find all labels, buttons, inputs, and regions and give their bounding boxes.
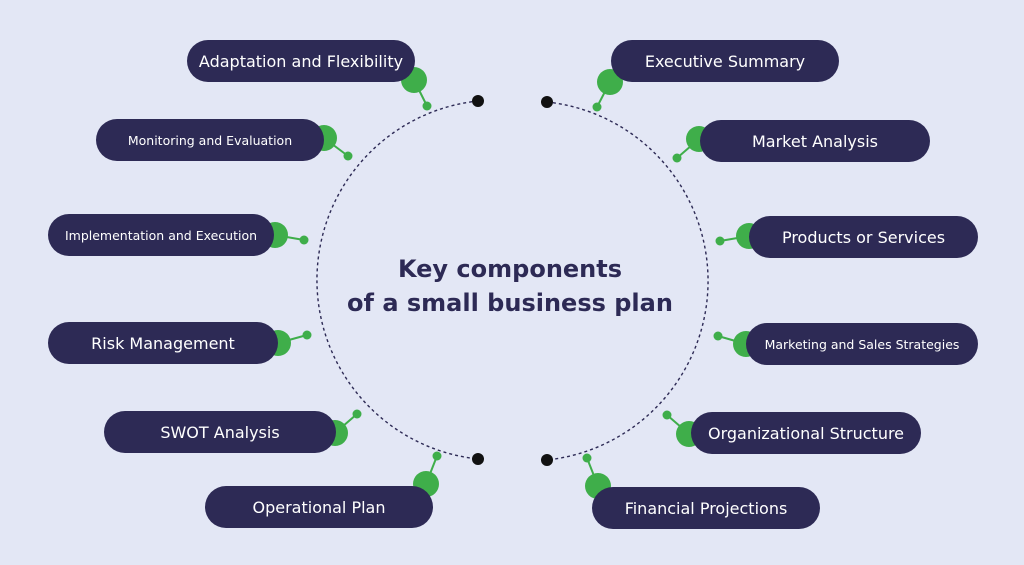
pill-label: SWOT Analysis xyxy=(160,422,280,442)
left-dashed-arc xyxy=(316,100,479,460)
pill-label: Organizational Structure xyxy=(707,423,905,443)
right-pill-products-or-services: Products or Services xyxy=(749,216,978,258)
title-line-1: Key components xyxy=(397,255,623,283)
pill-label: Market Analysis xyxy=(751,131,878,151)
pill-label: Implementation and Execution xyxy=(64,227,258,243)
left-pill-operational-plan: Operational Plan xyxy=(205,486,433,528)
right-pill-market-analysis: Market Analysis xyxy=(700,120,930,162)
ring-connector-dot xyxy=(662,410,672,420)
pill-label: Operational Plan xyxy=(252,497,386,517)
title-line-2: of a small business plan xyxy=(347,289,673,317)
left-pill-adaptation-and-flexibility: Adaptation and Flexibility xyxy=(187,40,415,82)
ring-connector-dot xyxy=(715,236,725,246)
ring-connector-dot xyxy=(432,451,442,461)
pill-label: Monitoring and Evaluation xyxy=(127,132,293,148)
arc-endpoint-dot xyxy=(541,454,553,466)
pill-label: Products or Services xyxy=(781,227,946,247)
ring-connector-dot xyxy=(672,153,682,163)
ring-connector-dot xyxy=(343,151,353,161)
right-pill-executive-summary: Executive Summary xyxy=(611,40,839,82)
pill-label: Financial Projections xyxy=(624,498,788,518)
pill-label: Adaptation and Flexibility xyxy=(198,51,404,71)
arc-endpoint-dot xyxy=(541,96,553,108)
left-pill-implementation-and-execution: Implementation and Execution xyxy=(48,214,274,256)
left-pill-monitoring-and-evaluation: Monitoring and Evaluation xyxy=(96,119,324,161)
pill-label: Marketing and Sales Strategies xyxy=(764,336,960,352)
pill-label: Risk Management xyxy=(91,333,235,353)
ring-connector-dot xyxy=(422,101,432,111)
arc-endpoint-dot xyxy=(472,453,484,465)
arc-endpoint-dot xyxy=(472,95,484,107)
ring-connector-dot xyxy=(713,331,723,341)
ring-connector-dot xyxy=(582,453,592,463)
ring-connector-dot xyxy=(352,409,362,419)
ring-connector-dot xyxy=(302,330,312,340)
right-pill-organizational-structure: Organizational Structure xyxy=(691,412,921,454)
right-dashed-arc xyxy=(546,101,709,461)
ring-connector-dot xyxy=(299,235,309,245)
diagram-title: Key components of a small business plan xyxy=(300,252,720,320)
right-pill-financial-projections: Financial Projections xyxy=(592,487,820,529)
right-pill-marketing-and-sales-strategies: Marketing and Sales Strategies xyxy=(746,323,978,365)
ring-connector-dot xyxy=(592,102,602,112)
pill-label: Executive Summary xyxy=(644,51,806,71)
left-pill-risk-management: Risk Management xyxy=(48,322,278,364)
left-pill-swot-analysis: SWOT Analysis xyxy=(104,411,336,453)
